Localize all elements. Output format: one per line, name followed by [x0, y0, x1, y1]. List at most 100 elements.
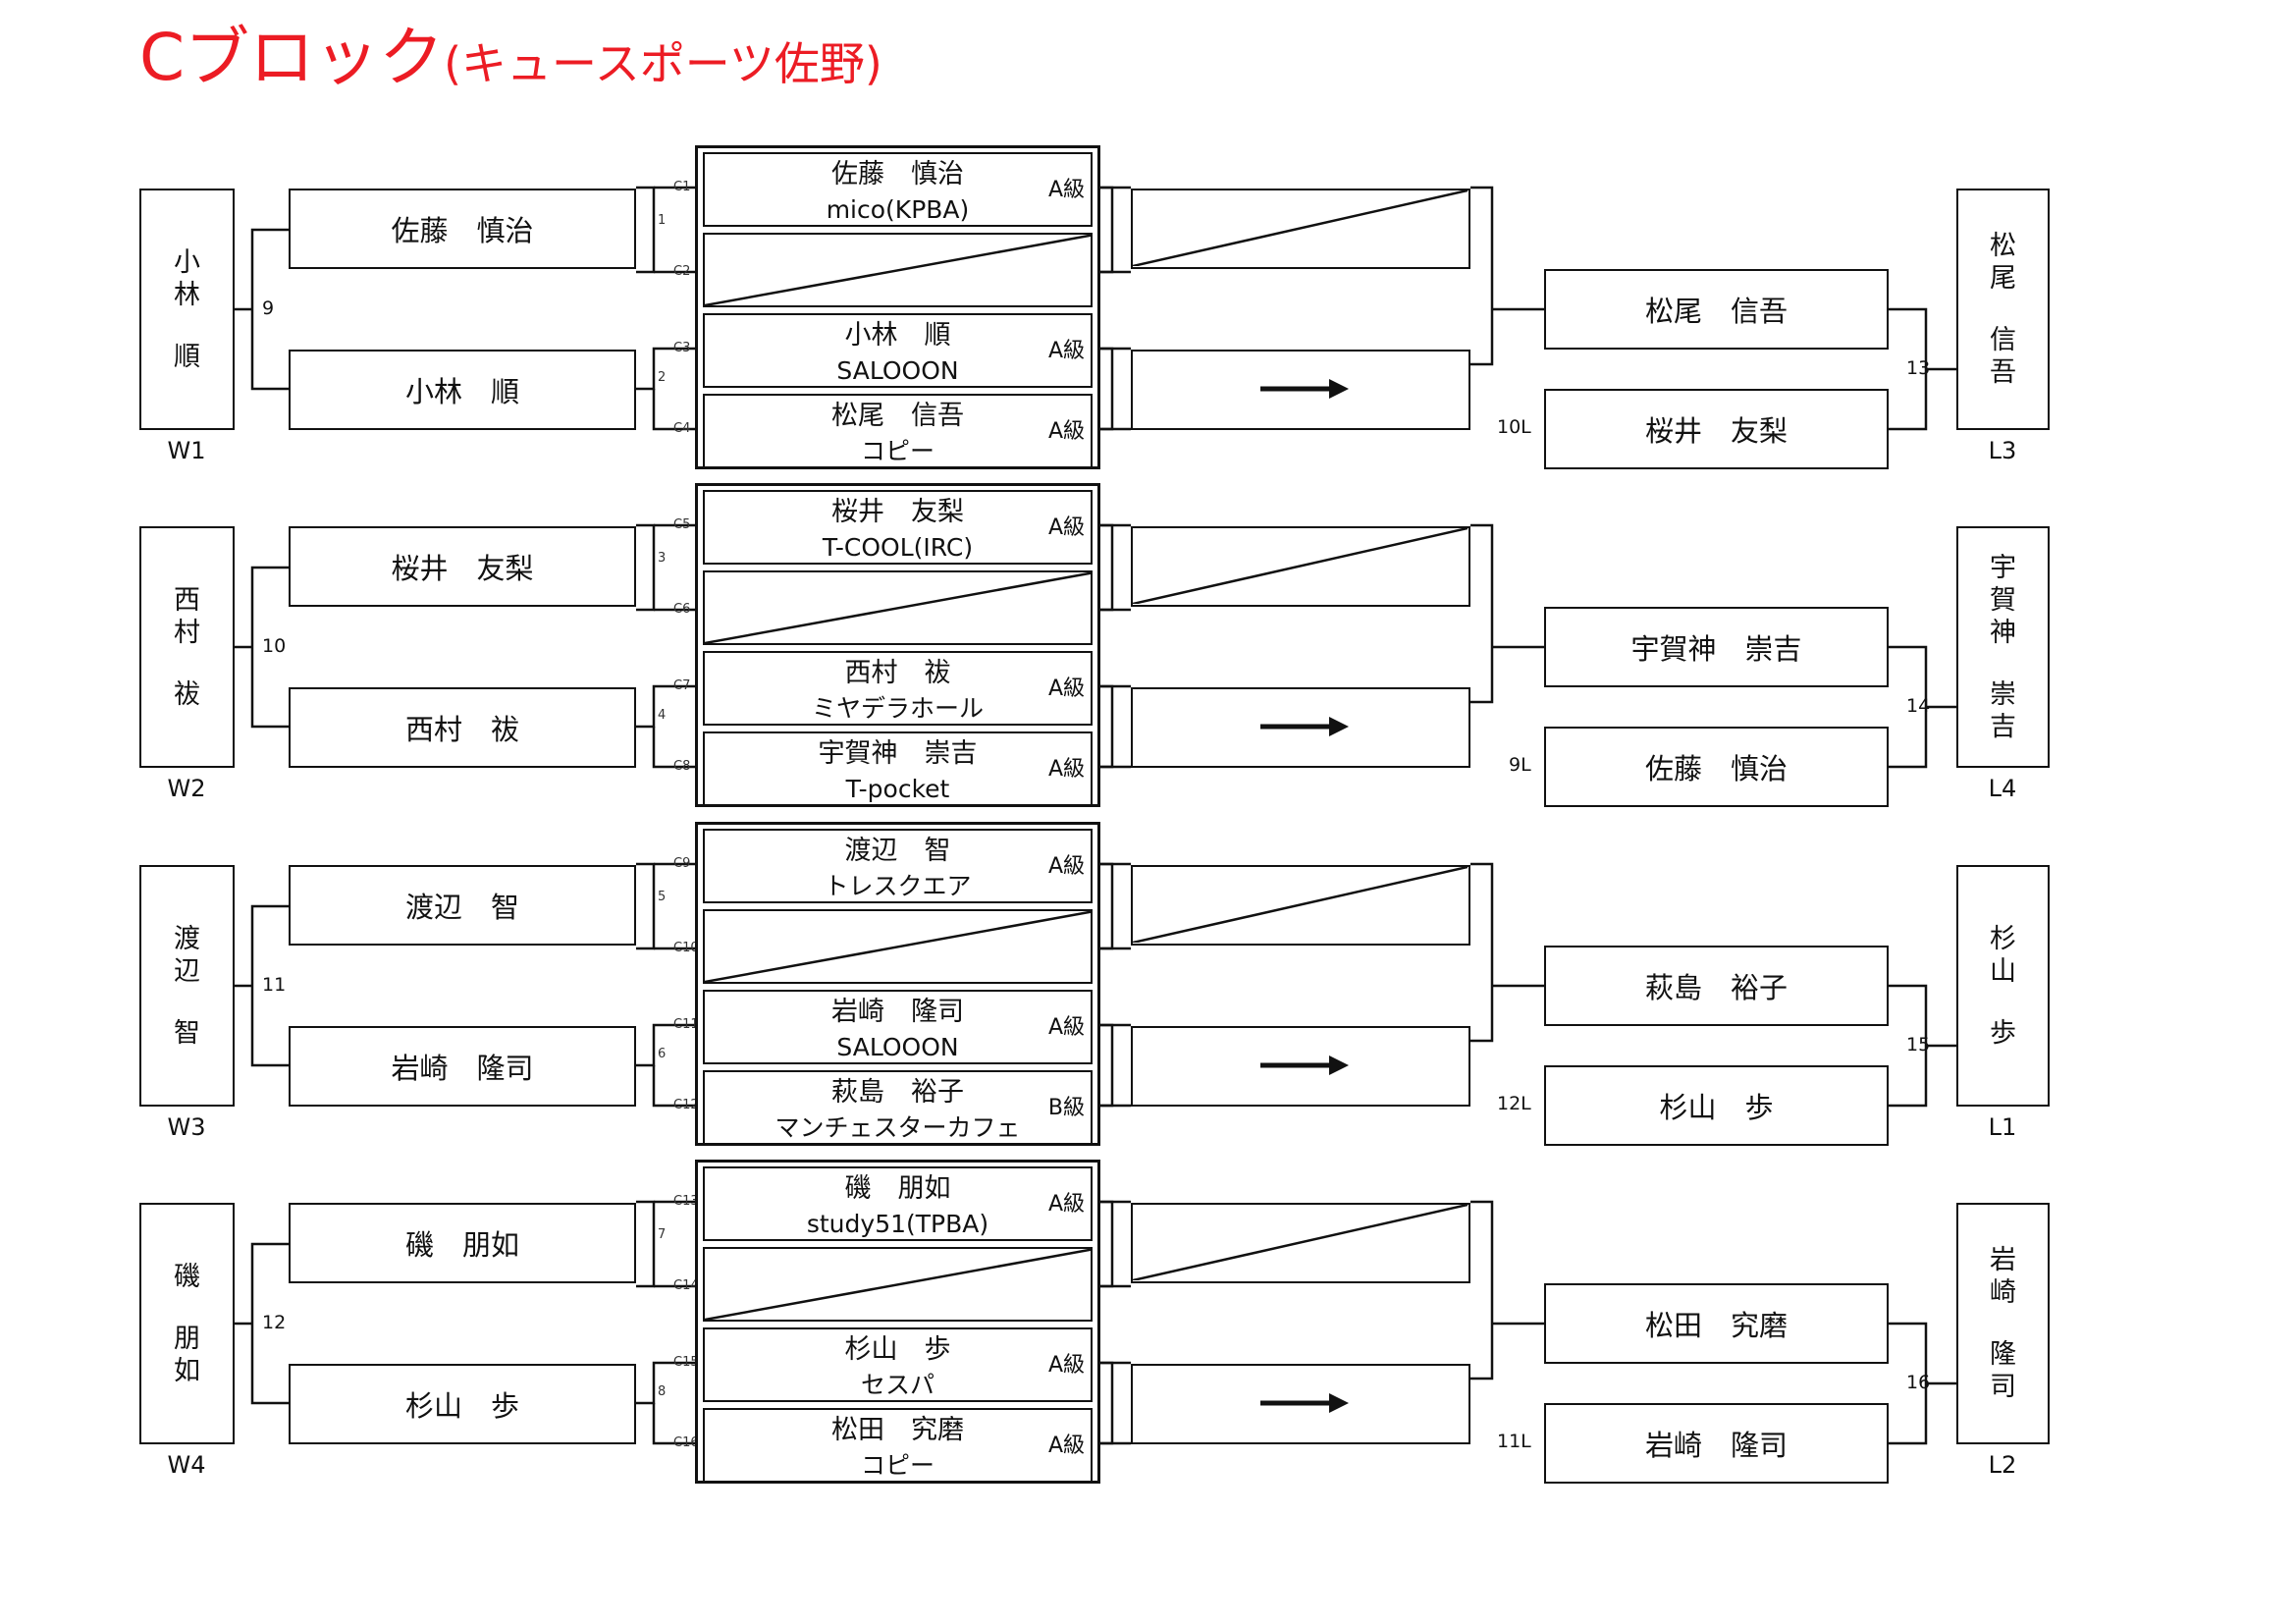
slot-code: C14	[673, 1278, 699, 1293]
vertical-name-char: 尾	[1990, 263, 2016, 294]
round1-name: 渡辺 智	[404, 891, 519, 924]
entry-join-line	[1090, 186, 1114, 274]
round2-name-box: 杉山 歩	[1544, 1065, 1889, 1146]
player-name: 杉山 歩	[844, 1334, 951, 1365]
slot-number: 6	[658, 1047, 667, 1061]
winner-label: W1	[167, 437, 206, 464]
slot-bracket-line	[636, 347, 695, 391]
arrow-head	[1329, 1056, 1349, 1075]
slot-bracket-line	[636, 1361, 695, 1405]
slot-code: C4	[673, 421, 691, 436]
player-name: 松田 究磨	[831, 1415, 964, 1445]
slot-bracket-line	[652, 389, 695, 431]
vertical-name-char: 順	[174, 341, 200, 372]
bye-line	[705, 911, 1091, 982]
round2-name: 杉山 歩	[1659, 1091, 1774, 1124]
slot-bracket-line	[636, 186, 656, 274]
advance-result-box	[1131, 687, 1470, 768]
slot-bracket-line	[636, 684, 695, 729]
player-name: 渡辺 智	[844, 836, 951, 866]
vertical-name-char: 村	[174, 617, 200, 648]
player-team: コピー	[860, 437, 934, 465]
match-number: 9	[262, 298, 275, 319]
slot-number: 3	[658, 551, 667, 566]
match-number: 11	[262, 974, 287, 996]
advance-arrow-icon	[1260, 1393, 1349, 1413]
slot-code: C10	[673, 941, 699, 955]
right-bracket-line	[1470, 523, 1494, 704]
slot-code: C13	[673, 1194, 699, 1209]
title-sub: (キュースポーツ佐野)	[444, 37, 882, 90]
loser-from-label: 11L	[1497, 1431, 1531, 1452]
advance-arrow-icon	[1260, 1056, 1349, 1075]
player-grade: B級	[1047, 1096, 1085, 1120]
entry-join-line	[1090, 862, 1114, 950]
player-team: ミヤデラホール	[811, 694, 984, 723]
entry-join-line	[1090, 347, 1114, 431]
winner-vertical-box: 渡辺智	[139, 865, 235, 1107]
player-team: セスパ	[860, 1371, 934, 1399]
loser-from-label: 9L	[1509, 754, 1531, 776]
bye-line	[705, 572, 1091, 643]
vertical-name-char: 林	[174, 279, 200, 310]
vertical-name-char: 如	[174, 1355, 200, 1386]
slot-code: C6	[673, 602, 691, 617]
player-name: 西村 祓	[844, 658, 951, 688]
vertical-name-char: 司	[1990, 1372, 2016, 1402]
vertical-name-char: 岩	[1990, 1245, 2016, 1275]
bye-slot	[703, 1247, 1093, 1322]
bye-line	[1133, 867, 1468, 943]
advance-result-box	[1131, 1364, 1470, 1444]
slot-number: 7	[658, 1227, 667, 1242]
right-bracket-line	[1470, 186, 1494, 366]
vertical-name-char: 崎	[1990, 1277, 2016, 1308]
player-grade: A級	[1047, 515, 1085, 540]
vertical-name-char: 辺	[174, 955, 200, 987]
round1-name-box: 佐藤 慎治	[289, 189, 636, 269]
player-team: SALOOON	[836, 356, 959, 385]
vertical-name-char: 宇	[1990, 552, 2016, 583]
slot-bracket-line	[636, 862, 656, 950]
loser-vertical-box: 宇賀神崇吉	[1956, 526, 2050, 768]
round1-name-box: 渡辺 智	[289, 865, 636, 946]
bye-slot	[703, 570, 1093, 645]
round1-name: 磯 朋如	[404, 1228, 519, 1262]
entry-join-line	[1090, 523, 1114, 612]
entry-join-line	[1090, 684, 1114, 769]
bye-slot	[703, 909, 1093, 984]
round2-name-box: 佐藤 慎治	[1544, 727, 1889, 807]
round1-name: 杉山 歩	[404, 1389, 519, 1423]
bye-result-box	[1131, 189, 1470, 269]
slot-code: C12	[673, 1098, 699, 1112]
loser-label: L1	[1988, 1113, 2017, 1141]
vertical-name-char: 吉	[1990, 711, 2016, 742]
slot-code: C15	[673, 1355, 699, 1370]
winner-vertical-box: 小林順	[139, 189, 235, 430]
bye-line	[705, 235, 1091, 305]
match-number: 12	[262, 1312, 287, 1333]
vertical-name-char: 智	[174, 1017, 200, 1049]
slot-bracket-line	[652, 727, 695, 769]
round2-name: 松田 究磨	[1644, 1309, 1788, 1342]
round2-name-box: 桜井 友梨	[1544, 389, 1889, 469]
player-name: 萩島 裕子	[831, 1077, 964, 1108]
player-grade: A級	[1047, 854, 1085, 879]
vertical-name-char: 山	[1990, 955, 2016, 987]
player-name: 小林 順	[844, 320, 951, 351]
winner-vertical-box: 西村祓	[139, 526, 235, 768]
bracket-lines	[224, 523, 1956, 769]
match-number: 13	[1906, 357, 1931, 379]
loser-vertical-box: 岩崎隆司	[1956, 1203, 2050, 1444]
